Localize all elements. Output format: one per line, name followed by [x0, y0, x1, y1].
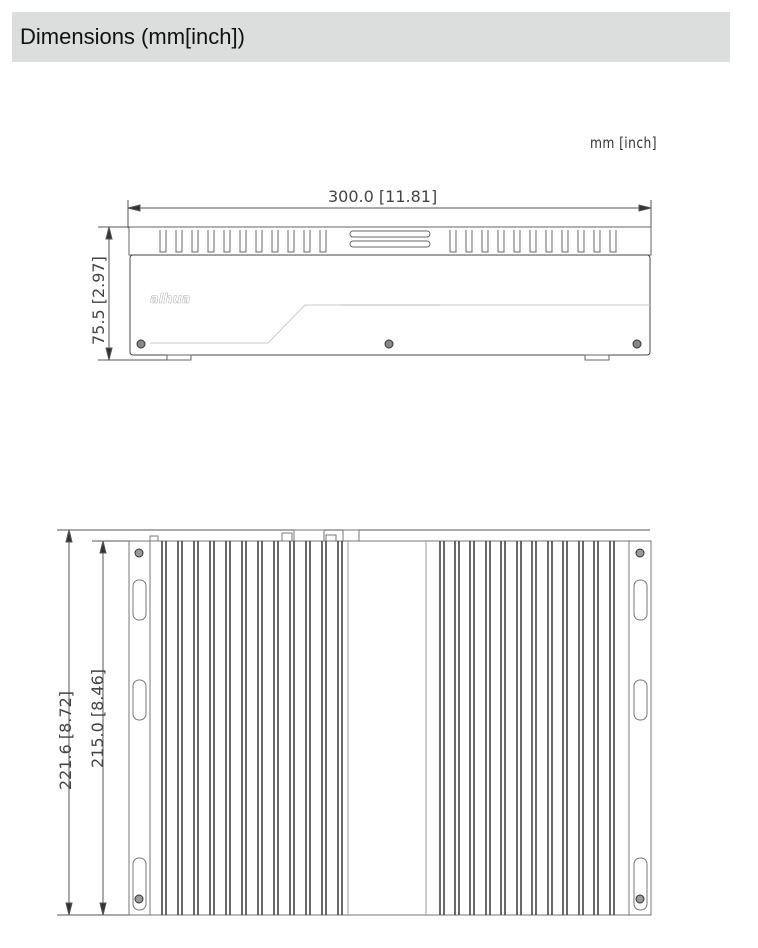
height-dimension-label: 75.5 [2.97] — [89, 256, 108, 345]
width-dimension-label: 300.0 [11.81] — [328, 187, 437, 206]
screw-icon — [136, 339, 642, 349]
screw-icon — [134, 548, 645, 904]
unit-label: mm [inch] — [590, 134, 657, 152]
top-view-fins — [161, 541, 615, 915]
section-header: Dimensions (mm[inch]) — [12, 12, 730, 62]
inner-depth-dimension-label: 215.0 [8.46] — [88, 669, 107, 768]
section-title: Dimensions (mm[inch]) — [20, 24, 245, 49]
heatsink-fins — [159, 230, 617, 253]
top-view-chassis — [128, 529, 652, 916]
outer-depth-dimension-label: 221.6 [8.72] — [56, 691, 75, 790]
brand-logo: alhua — [150, 292, 191, 307]
